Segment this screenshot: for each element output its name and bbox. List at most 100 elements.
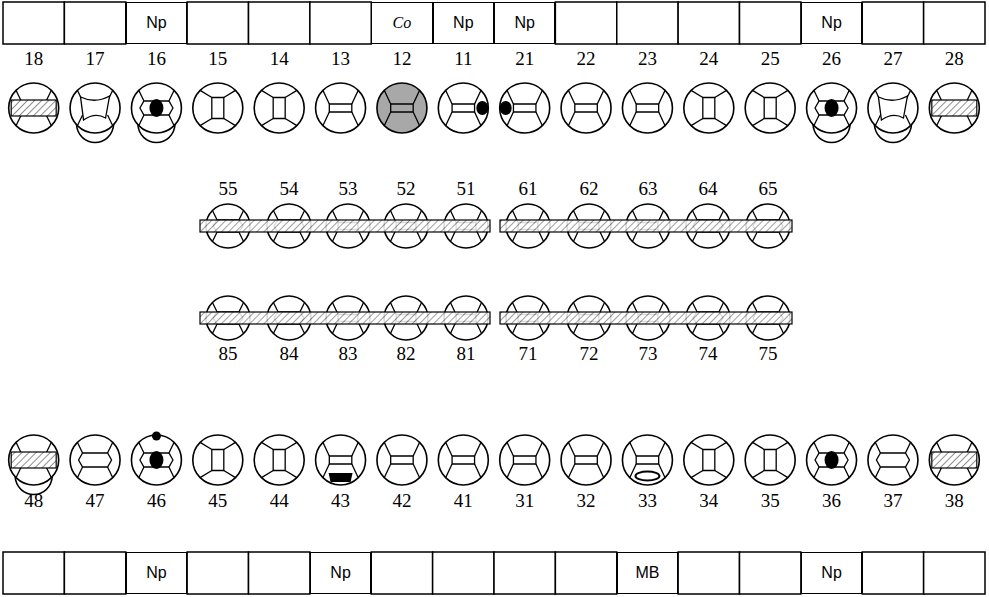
surface-line — [753, 90, 765, 97]
surface-line — [46, 115, 51, 126]
surface-line — [285, 442, 297, 449]
tooth-circle — [807, 83, 857, 133]
chart-cell: MB — [617, 552, 678, 594]
filling-mark — [329, 473, 353, 482]
surface-line — [937, 115, 942, 126]
occlusal-surface — [575, 456, 598, 464]
surface-line — [212, 210, 217, 219]
chart-cell: Np — [126, 2, 187, 44]
occlusal-surface — [876, 453, 909, 467]
surface-line — [719, 232, 724, 241]
occlusal-surface — [452, 104, 475, 112]
surface-line — [967, 115, 972, 126]
surface-line — [262, 90, 274, 97]
deciduous-bands — [200, 220, 792, 324]
tooth-circle — [622, 83, 672, 133]
grid-cell — [740, 2, 801, 44]
tooth-circle — [500, 83, 550, 133]
surface-line — [776, 90, 788, 97]
surface-line — [273, 210, 278, 219]
grid-cell — [678, 2, 739, 44]
tooth-number: 31 — [515, 490, 534, 512]
cell-code: Np — [821, 14, 841, 32]
grid-cell — [310, 2, 371, 44]
tooth-number: 36 — [822, 490, 841, 512]
surface-line — [814, 90, 819, 101]
tooth-circle — [929, 435, 979, 485]
grid-cell — [617, 2, 678, 44]
tooth-number: 71 — [519, 343, 538, 365]
tooth-number: 18 — [24, 48, 43, 70]
surface-line — [212, 324, 217, 333]
tooth-number: 12 — [392, 48, 411, 70]
occlusal-surface — [636, 104, 659, 112]
occlusal-surface — [513, 104, 536, 112]
grid-cell — [924, 2, 985, 44]
grid-cell — [371, 552, 432, 594]
surface-line — [239, 324, 244, 333]
hatched-band — [932, 452, 977, 468]
surface-line — [413, 90, 419, 104]
grid-cell — [494, 552, 555, 594]
tooth-diagram — [9, 83, 59, 133]
cell-code: Np — [146, 564, 166, 582]
surface-line — [139, 467, 144, 478]
tooth-number: 53 — [339, 178, 358, 200]
occlusal-surface — [79, 453, 112, 467]
surface-line — [200, 442, 212, 449]
surface-line — [384, 442, 390, 456]
tooth-number: 62 — [580, 178, 599, 200]
tooth-number: 83 — [339, 343, 358, 365]
tooth-number: 82 — [397, 343, 416, 365]
tooth-circle — [193, 83, 243, 133]
surface-line — [212, 302, 217, 311]
tooth-diagram — [131, 83, 181, 143]
grid-cell — [678, 552, 739, 594]
surface-line — [630, 442, 636, 456]
tooth-number: 54 — [280, 178, 299, 200]
surface-line — [507, 464, 513, 478]
tooth-number: 61 — [519, 178, 538, 200]
tooth-circle — [377, 83, 427, 133]
tooth-number: 85 — [219, 343, 238, 365]
chart-cell: Co — [371, 2, 432, 44]
surface-line — [139, 115, 144, 126]
tooth-number: 16 — [147, 48, 166, 70]
surface-line — [16, 467, 21, 478]
surface-line — [719, 210, 724, 219]
surface-line — [300, 210, 305, 219]
surface-line — [262, 471, 274, 478]
tooth-number: 21 — [515, 48, 534, 70]
tooth-circle — [807, 435, 857, 485]
surface-line — [536, 112, 542, 126]
tooth-circle — [316, 83, 366, 133]
tooth-number: 75 — [759, 343, 778, 365]
surface-line — [300, 232, 305, 241]
surface-line — [300, 302, 305, 311]
tooth-number: 32 — [577, 490, 596, 512]
surface-line — [200, 471, 212, 478]
tooth-circle — [9, 83, 59, 133]
tooth-number: 33 — [638, 490, 657, 512]
surface-line — [169, 467, 174, 478]
chart-cell: Np — [126, 552, 187, 594]
surface-line — [814, 467, 819, 478]
tooth-circle — [745, 83, 795, 133]
tooth-number: 63 — [639, 178, 658, 200]
occlusal-surface — [452, 456, 475, 464]
surface-line — [384, 464, 390, 478]
surface-line — [352, 442, 358, 456]
chart-cell: Np — [801, 2, 862, 44]
surface-line — [659, 442, 665, 456]
tooth-number: 65 — [759, 178, 778, 200]
cell-code: Np — [330, 564, 350, 582]
tooth-number: 17 — [86, 48, 105, 70]
surface-line — [285, 90, 297, 97]
surface-line — [752, 232, 757, 241]
tooth-number: 13 — [331, 48, 350, 70]
surface-line — [239, 210, 244, 219]
tooth-number: 26 — [822, 48, 841, 70]
grid-cell — [740, 552, 801, 594]
surface-line — [875, 115, 880, 126]
surface-line — [691, 442, 703, 449]
